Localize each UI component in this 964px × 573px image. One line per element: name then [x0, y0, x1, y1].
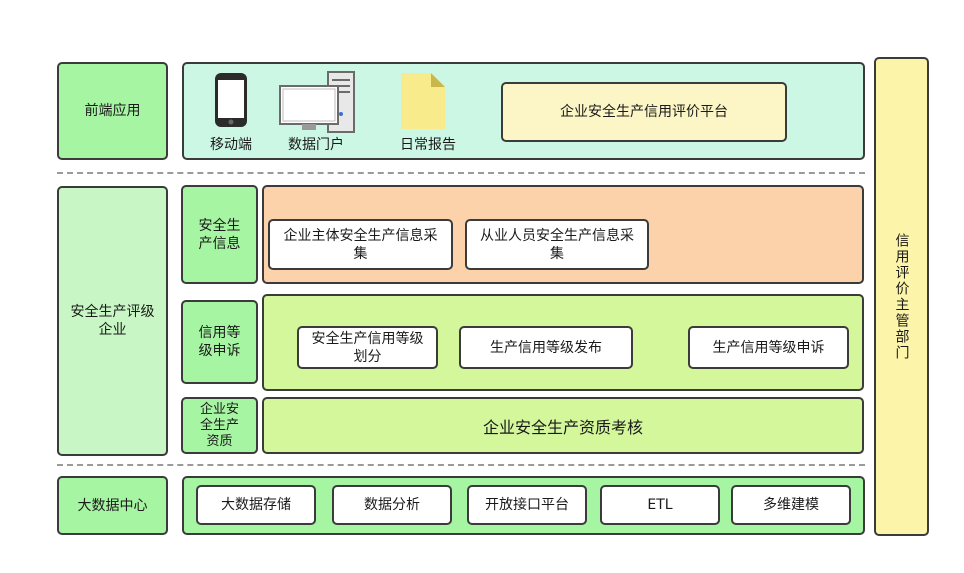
data-analysis: 数据分析 — [332, 485, 452, 525]
credit-grade-publish-text: 生产信用等级发布 — [490, 339, 602, 356]
separator-top — [57, 172, 865, 174]
credit-authority-bar: 信用评价主管部门 — [874, 57, 929, 536]
credit-grade-classification-text: 安全生产信用等级划分 — [311, 330, 424, 365]
credit-grade-appeal: 生产信用等级申诉 — [688, 326, 849, 369]
credit-grade-publish: 生产信用等级发布 — [459, 326, 633, 369]
multidimensional-modeling-text: 多维建模 — [763, 497, 819, 513]
mobile-caption: 移动端 — [210, 137, 252, 153]
enterprise-info-collection: 企业主体安全生产信息采集 — [268, 219, 453, 270]
separator-bottom — [57, 464, 865, 466]
open-api-platform: 开放接口平台 — [467, 485, 587, 525]
multidimensional-modeling: 多维建模 — [731, 485, 851, 525]
enterprise-layer-label: 安全生产评级企业 — [57, 186, 168, 456]
qualification-assessment-text: 企业安全生产资质考核 — [482, 417, 643, 437]
document-icon — [400, 72, 446, 130]
platform-text: 企业安全生产信用评价平台 — [560, 104, 728, 120]
portal-caption: 数据门户 — [288, 137, 344, 153]
open-api-platform-text: 开放接口平台 — [485, 497, 569, 513]
section-label-qualification: 企业安全生产资质 — [181, 397, 258, 454]
desktop-computer-icon — [278, 70, 358, 134]
personnel-info-text: 从业人员安全生产信息采集 — [480, 227, 634, 262]
qualification-label-text: 企业安全生产资质 — [199, 401, 239, 449]
bigdata-storage-text: 大数据存储 — [221, 497, 291, 513]
credit-authority-text: 信用评价主管部门 — [893, 232, 910, 361]
section-label-credit-appeal: 信用等级申诉 — [181, 300, 258, 384]
frontend-layer-text: 前端应用 — [84, 103, 141, 119]
mobile-phone-icon — [214, 72, 248, 128]
credit-evaluation-platform: 企业安全生产信用评价平台 — [501, 82, 787, 142]
frontend-layer-label: 前端应用 — [57, 62, 168, 160]
report-caption: 日常报告 — [400, 137, 456, 153]
section-label-safety-info: 安全生产信息 — [181, 185, 258, 284]
credit-grade-appeal-text: 生产信用等级申诉 — [712, 339, 825, 356]
bigdata-storage: 大数据存储 — [196, 485, 316, 525]
enterprise-info-text: 企业主体安全生产信息采集 — [283, 227, 438, 262]
enterprise-layer-text: 安全生产评级企业 — [70, 304, 155, 338]
bigdata-layer-label: 大数据中心 — [57, 476, 168, 535]
bigdata-layer-text: 大数据中心 — [77, 497, 148, 514]
etl-text: ETL — [647, 497, 673, 513]
etl: ETL — [600, 485, 720, 525]
personnel-info-collection: 从业人员安全生产信息采集 — [465, 219, 649, 270]
credit-appeal-label-text: 信用等级申诉 — [198, 325, 241, 359]
data-analysis-text: 数据分析 — [364, 497, 420, 513]
credit-grade-classification: 安全生产信用等级划分 — [297, 326, 438, 369]
qualification-assessment: 企业安全生产资质考核 — [262, 397, 864, 454]
safety-info-label-text: 安全生产信息 — [198, 217, 241, 252]
